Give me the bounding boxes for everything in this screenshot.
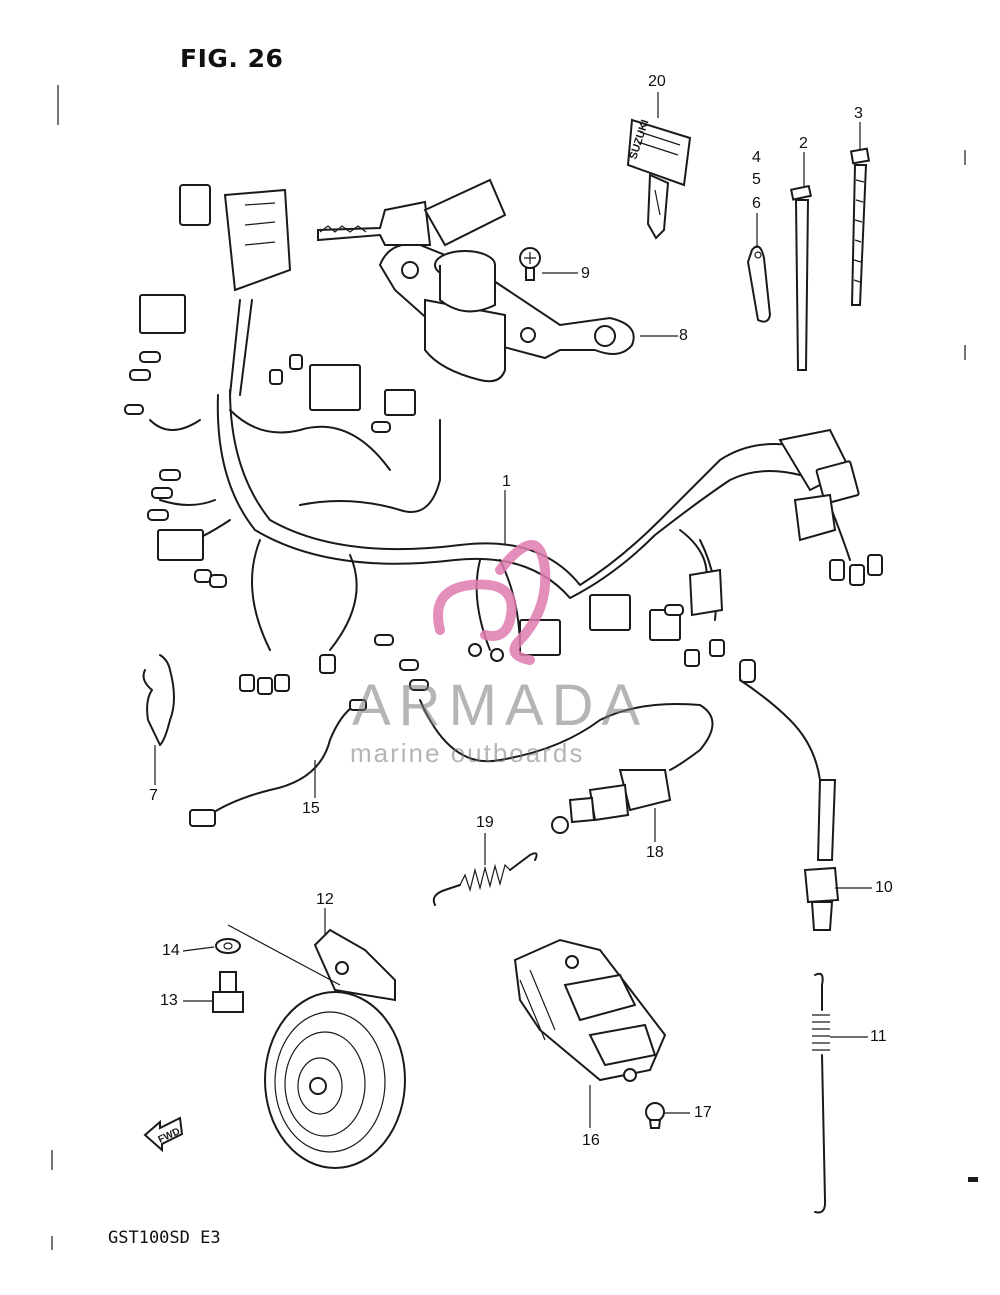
callout-2: 2 <box>799 135 808 152</box>
model-code: GST100SD E3 <box>108 1228 221 1248</box>
callout-3: 3 <box>854 105 863 122</box>
ignition-switch-assembly <box>317 178 635 383</box>
bolt-part-13 <box>212 971 244 1013</box>
band-part-2 <box>789 184 813 371</box>
callout-6: 6 <box>752 195 761 212</box>
callout-10: 10 <box>875 879 893 896</box>
figure-title: FIG. 26 <box>180 44 284 73</box>
regulator-part-16 <box>513 938 667 1082</box>
wiring-harness-part-1 <box>124 184 883 695</box>
clamp-part-4-5-6 <box>746 245 772 323</box>
spring-part-19 <box>432 852 538 906</box>
wire-clip-part-7 <box>142 654 175 746</box>
callout-5: 5 <box>752 171 761 188</box>
callout-1: 1 <box>502 473 511 490</box>
watermark-logo <box>433 540 551 665</box>
callout-8: 8 <box>679 327 688 344</box>
callout-12: 12 <box>316 891 334 908</box>
spring-rod-part-11 <box>812 972 830 1214</box>
cable-tie-part-3 <box>849 147 871 306</box>
callout-4: 4 <box>752 149 761 166</box>
washer-part-14 <box>215 938 241 954</box>
callout-11: 11 <box>870 1028 887 1045</box>
watermark-tagline: marine outboards <box>350 738 585 768</box>
callout-7: 7 <box>149 787 158 804</box>
switch-part-18 <box>419 699 714 834</box>
switch-part-10 <box>739 659 840 931</box>
callout-9: 9 <box>581 265 590 282</box>
callout-19: 19 <box>476 814 494 831</box>
horn-part-12 <box>227 924 406 1169</box>
callout-13: 13 <box>160 992 178 1009</box>
callout-18: 18 <box>646 844 664 861</box>
watermark-brand: ARMADA <box>352 673 649 738</box>
callout-14: 14 <box>162 942 180 959</box>
callout-20: 20 <box>648 73 666 90</box>
leader-lines <box>154 92 872 1128</box>
callout-17: 17 <box>694 1104 712 1121</box>
callout-15: 15 <box>302 800 320 817</box>
fwd-arrow-icon <box>143 1116 184 1153</box>
key-part-20 <box>626 118 692 240</box>
callout-16: 16 <box>582 1132 600 1149</box>
lead-wire-part-15 <box>189 699 367 827</box>
screw-part-17 <box>645 1102 665 1129</box>
scan-edge-marks <box>51 85 978 1250</box>
